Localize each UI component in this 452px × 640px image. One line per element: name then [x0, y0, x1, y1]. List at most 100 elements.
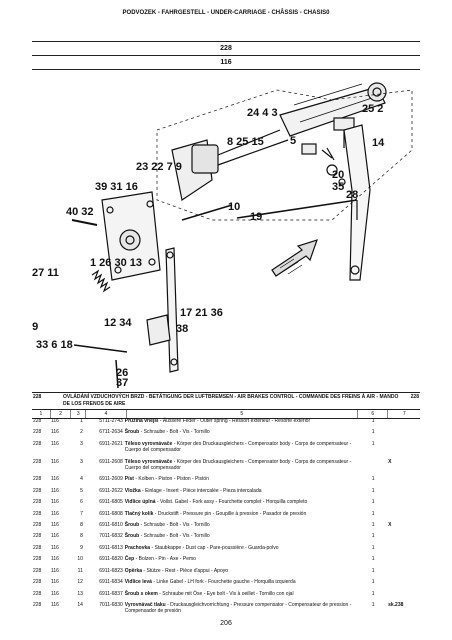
cell-note	[388, 441, 420, 454]
cell-position: 2	[80, 429, 83, 436]
cell-group: 228	[33, 522, 42, 529]
cell-quantity: 1	[371, 487, 375, 494]
part-name: Šroub	[124, 533, 140, 540]
col-7: 7	[402, 411, 406, 417]
callout-19: 19	[250, 211, 262, 223]
cell-subgroup: 116	[50, 533, 59, 540]
cell-part-number: 6911-6810	[99, 522, 123, 529]
callout-5: 5	[290, 135, 296, 147]
cell-quantity: 1	[371, 522, 375, 529]
callout-28: 28	[346, 189, 358, 201]
cell-group: 228	[33, 556, 42, 563]
cell-description: Těleso vyrovnávače - Körper des Druckaus…	[125, 441, 358, 454]
callout-24: 24 4 3	[247, 107, 278, 119]
page-header: PODVOZEK - FAHRGESTELL - UNDER-CARRIAGE …	[122, 10, 330, 16]
cell-description: Píst - Kolben - Piston - Piston - Pistón	[125, 476, 358, 482]
cell-quantity: 1	[371, 601, 375, 608]
part-translations: - Schraube - Bolt - Vis - Tornillo	[139, 429, 210, 436]
col-6: 6	[358, 410, 389, 418]
cell-description: Vyrovnávač tlaku - Druckausgleichvorrich…	[125, 602, 358, 615]
part-translations: - Vollst. Gabel - Fork assy - Fourchette…	[155, 499, 308, 506]
cell-subgroup: 116	[50, 522, 59, 529]
section-number-right: 228	[410, 394, 419, 400]
cell-note	[388, 545, 420, 551]
group-boxes: 228 116	[32, 41, 420, 70]
cell-group: 228	[33, 440, 42, 447]
part-translations: - Druckstift - Pressure pin - Goupille à…	[153, 510, 307, 517]
cell-quantity: 1	[371, 590, 375, 597]
cell-group: 228	[33, 567, 42, 574]
cell-subgroup: 116	[50, 458, 59, 465]
sub-code: 116	[32, 55, 420, 70]
compensator-end-fitting	[367, 82, 387, 102]
part-name: Prachovka	[124, 544, 151, 551]
cell-quantity: 1	[371, 533, 375, 540]
cell-group: 228	[33, 476, 42, 483]
cell-group: 228	[33, 590, 42, 597]
outer-spring	[91, 269, 111, 293]
cell-part-number: 6911-6834	[99, 579, 123, 586]
cell-description: Vidlice úplná - Vollst. Gabel - Fork ass…	[125, 499, 358, 505]
cell-description: Šroub - Schraube - Bolt - Vis - Tornillo	[125, 429, 358, 435]
cell-group: 228	[33, 487, 42, 494]
cell-note	[388, 511, 420, 517]
cell-position: 6	[80, 499, 83, 506]
part-translations: - Bolzen - Pin - Axe - Pemo	[134, 556, 196, 563]
part-translations: - Körper des Druckausgleichers - Compens…	[124, 440, 352, 454]
part-translations: - Kolben - Piston - Piston - Pistón	[133, 476, 209, 483]
cell-description: Těleso vyrovnávače - Körper des Druckaus…	[125, 459, 358, 472]
vertical-arm	[165, 247, 179, 373]
cell-position: 10	[77, 556, 83, 563]
column-header-row: 1 2 3 4 5 6 7	[32, 409, 420, 419]
cell-quantity: 1	[371, 418, 375, 424]
callout-37: 37	[116, 377, 128, 388]
cell-note	[388, 418, 420, 424]
callout-12-34: 12 34	[104, 317, 132, 329]
cell-quantity: 1	[371, 429, 375, 436]
callout-23-22-7-9: 23 22 7 9	[136, 161, 182, 173]
cell-position: 11	[77, 567, 83, 574]
cell-note: X	[388, 522, 392, 529]
cell-subgroup: 116	[50, 567, 59, 574]
col-4: 4	[86, 410, 127, 418]
part-translations: - Körper des Druckausgleichers - Compens…	[124, 458, 352, 472]
cell-quantity: 1	[371, 579, 375, 586]
cell-part-number: 6911-6808	[99, 510, 123, 517]
cell-group: 228	[33, 544, 42, 551]
cell-description: Šroub - Schraube - Bolt - Vis - Tornillo	[125, 522, 358, 528]
part-translations: - Schraube - Bolt - Vis - Tornillo	[139, 533, 210, 540]
part-name: Opěrka	[124, 567, 143, 574]
cell-description: Vložka - Einlage - Insert - Pièce interc…	[125, 488, 358, 494]
callout-1-26-30-13: 1 26 30 13	[90, 257, 142, 269]
cell-position: 8	[80, 533, 83, 540]
cell-description: Šroub s okem - Schraube mit Öse - Eye bo…	[125, 591, 358, 597]
cell-subgroup: 116	[50, 429, 59, 436]
cell-description: Vidlice levá - Linke Gabel - LH fork - F…	[125, 579, 358, 585]
part-name: Vidlice levá	[124, 579, 152, 586]
cell-subgroup: 116	[50, 418, 59, 424]
part-translations: - Schraube mit Öse - Eye bolt - Vis à oe…	[157, 590, 294, 597]
cell-group: 228	[33, 429, 42, 436]
part-name: Čep	[124, 556, 135, 563]
cell-position: 1	[80, 418, 83, 424]
cell-part-number: 6911-2609	[99, 476, 123, 483]
cell-quantity: 1	[371, 476, 375, 483]
cell-part-number: 6711-2634	[99, 429, 123, 436]
cell-position: 4	[80, 476, 83, 483]
callout-29: 29	[32, 321, 38, 333]
cell-note: X	[388, 458, 392, 465]
callout-35-28: 35	[332, 181, 344, 193]
cell-subgroup: 116	[50, 440, 59, 447]
part-translations: - Druckausgleichvorrichtung - Pressure c…	[124, 601, 352, 615]
col-5: 5	[127, 410, 358, 418]
cell-subgroup: 116	[50, 556, 59, 563]
callout-40-32: 40 32	[66, 206, 94, 218]
